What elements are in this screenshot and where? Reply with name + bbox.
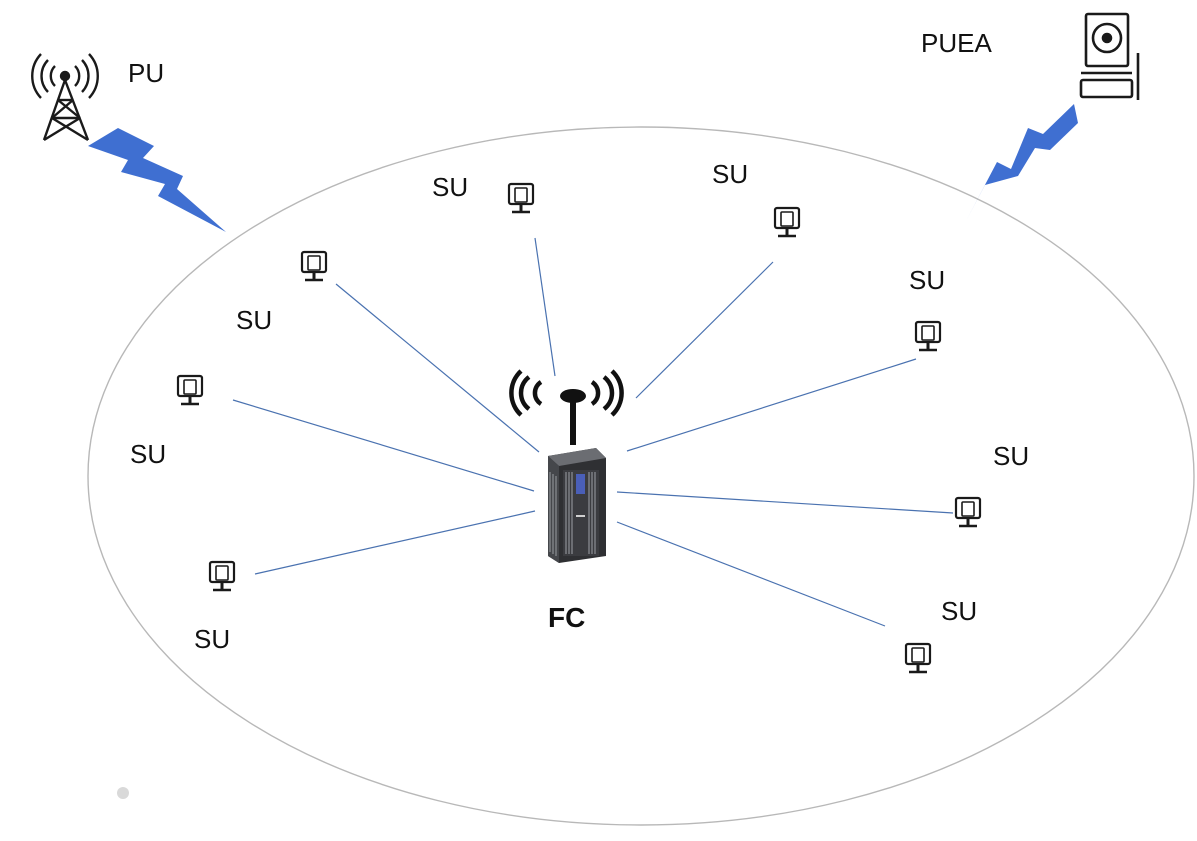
puea-lightning-bolt-icon [966, 104, 1078, 221]
su-monitor-icon [914, 320, 942, 352]
smudge-mark [117, 787, 129, 799]
su-label: SU [130, 439, 166, 469]
fc-server-rack-icon [548, 448, 606, 563]
coverage-ellipse [87, 126, 1195, 826]
su-monitor-icon [773, 206, 801, 238]
link-line [635, 261, 774, 399]
link-line [616, 491, 954, 514]
puea-speaker-transmitter-icon [1079, 12, 1140, 100]
link-line [616, 521, 886, 627]
su-label: SU [909, 265, 945, 295]
su-monitor-icon [176, 374, 204, 406]
su-monitor-icon [507, 182, 535, 214]
su-monitor-icon [904, 642, 932, 674]
link-line [626, 358, 917, 452]
su-label: SU [432, 172, 468, 202]
su-label: SU [993, 441, 1029, 471]
su-monitor-icon [954, 496, 982, 528]
su-label: SU [712, 159, 748, 189]
link-line [335, 283, 540, 453]
puea-label: PUEA [921, 28, 992, 58]
radio-tower-icon [31, 53, 99, 142]
pu-label: PU [128, 58, 164, 88]
pu-lightning-bolt-icon [88, 128, 226, 232]
link-line [254, 510, 536, 575]
link-line [534, 237, 556, 377]
su-monitor-icon [300, 250, 328, 282]
su-monitor-icon [208, 560, 236, 592]
link-line [232, 399, 535, 492]
su-label: SU [236, 305, 272, 335]
fc-label: FC [548, 602, 585, 633]
fc-antenna-icon [509, 369, 624, 445]
su-label: SU [941, 596, 977, 626]
su-label: SU [194, 624, 230, 654]
